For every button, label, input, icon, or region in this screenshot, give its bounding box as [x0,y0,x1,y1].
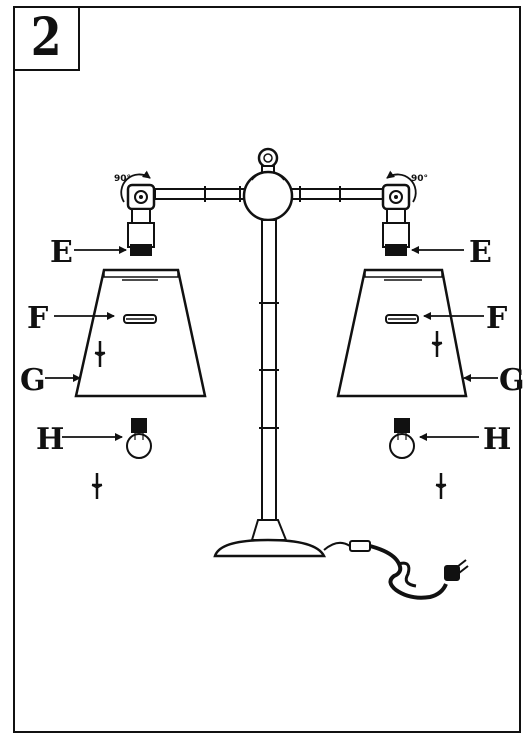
label-g-left: G [20,363,46,398]
right-rotation-label: 90° [411,174,428,184]
base-plate [213,538,327,558]
pointer-arrows [45,246,498,441]
label-e-left: E [50,235,73,270]
left-rotation-arrow [120,170,151,203]
left-bulb [126,418,152,459]
right-lamp-socket [382,222,410,248]
diagram-frame [13,6,521,733]
right-bulb [389,418,415,459]
right-rotation-arrow [386,170,417,203]
top-ring [257,147,279,169]
power-cord [323,540,469,600]
step-number: 2 [30,7,62,68]
label-h-left: H [36,422,64,457]
left-lamp-socket [127,222,155,248]
label-g-right: G [499,363,524,398]
right-bottom-screw [434,471,448,501]
right-socket-assembly [381,170,417,256]
cord-switch [349,540,371,552]
left-lamp-shade [74,268,207,398]
left-rotation-label: 90° [114,174,131,184]
label-f-right: F [486,301,507,336]
base-collar [250,519,288,541]
label-f-left: F [27,301,48,336]
step-number-box: 2 [14,7,80,71]
left-socket-assembly [120,170,156,256]
label-h-right: H [483,422,511,457]
right-lamp-shade [336,268,468,398]
plug [444,565,460,581]
left-bottom-screw [90,471,104,501]
central-ball [242,170,294,222]
label-e-right: E [469,235,492,270]
